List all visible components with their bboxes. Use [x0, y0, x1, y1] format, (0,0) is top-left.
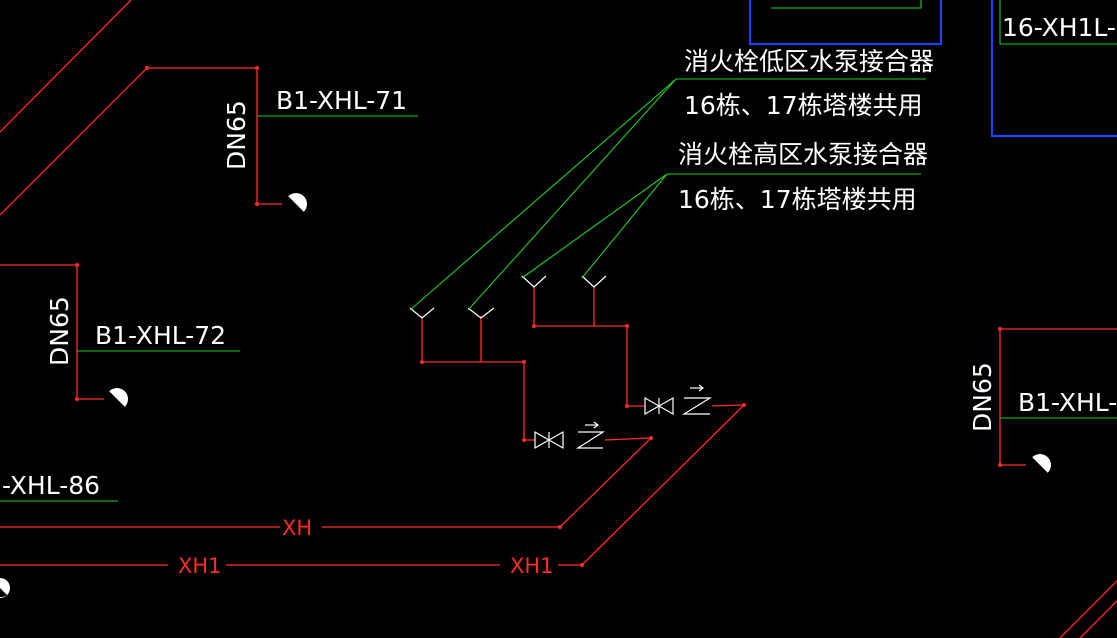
- low-zone-check-valve-icon: [575, 421, 606, 449]
- hydrant-symbol-6: [1028, 454, 1051, 477]
- leaders-high-zone: [521, 173, 921, 279]
- label-b1-xhl-86: -XHL-86: [2, 471, 100, 500]
- note-low-zone-title: 消火栓低区水泵接合器: [684, 47, 934, 76]
- note-high-zone-subtitle: 16栋、17栋塔楼共用: [678, 185, 917, 214]
- low-zone-gate-valve-icon: [534, 430, 564, 450]
- note-low-zone-subtitle: 16栋、17栋塔楼共用: [684, 91, 923, 120]
- riser-b1-xhl-71: [0, 0, 418, 216]
- leaders-low-zone: [409, 78, 926, 311]
- label-b1-xhl-6: B1-XHL-6: [1018, 388, 1117, 417]
- label-xh: XH: [282, 516, 312, 540]
- note-high-zone-title: 消火栓高区水泵接合器: [678, 140, 928, 169]
- high-zone-check-valve-icon: [681, 384, 713, 415]
- label-16-xh1l-1: 16-XH1L-1: [1002, 13, 1117, 42]
- label-xh1-right: XH1: [510, 554, 554, 578]
- main-pipe-xh: [0, 437, 652, 529]
- low-zone-pump-connector: [409, 307, 653, 442]
- boundary-lines: [748, 0, 1117, 138]
- label-xh1-left: XH1: [178, 554, 222, 578]
- label-dn65-72: DN65: [45, 296, 74, 366]
- high-zone-pump-connector: [521, 275, 746, 408]
- riser-b1-xhl-72: [0, 263, 240, 401]
- hydrant-symbol-86: [0, 578, 10, 598]
- label-dn65-6: DN65: [968, 362, 997, 432]
- hydrant-symbol-71: [284, 193, 307, 216]
- label-b1-xhl-71: B1-XHL-71: [276, 86, 407, 115]
- main-pipe-xh1: [0, 404, 745, 567]
- label-dn65-71: DN65: [222, 100, 251, 170]
- riser-b1-xhl-6: [998, 327, 1117, 638]
- label-b1-xhl-72: B1-XHL-72: [95, 321, 226, 350]
- high-zone-gate-valve-icon: [644, 396, 674, 416]
- hydrant-symbol-72: [105, 388, 128, 411]
